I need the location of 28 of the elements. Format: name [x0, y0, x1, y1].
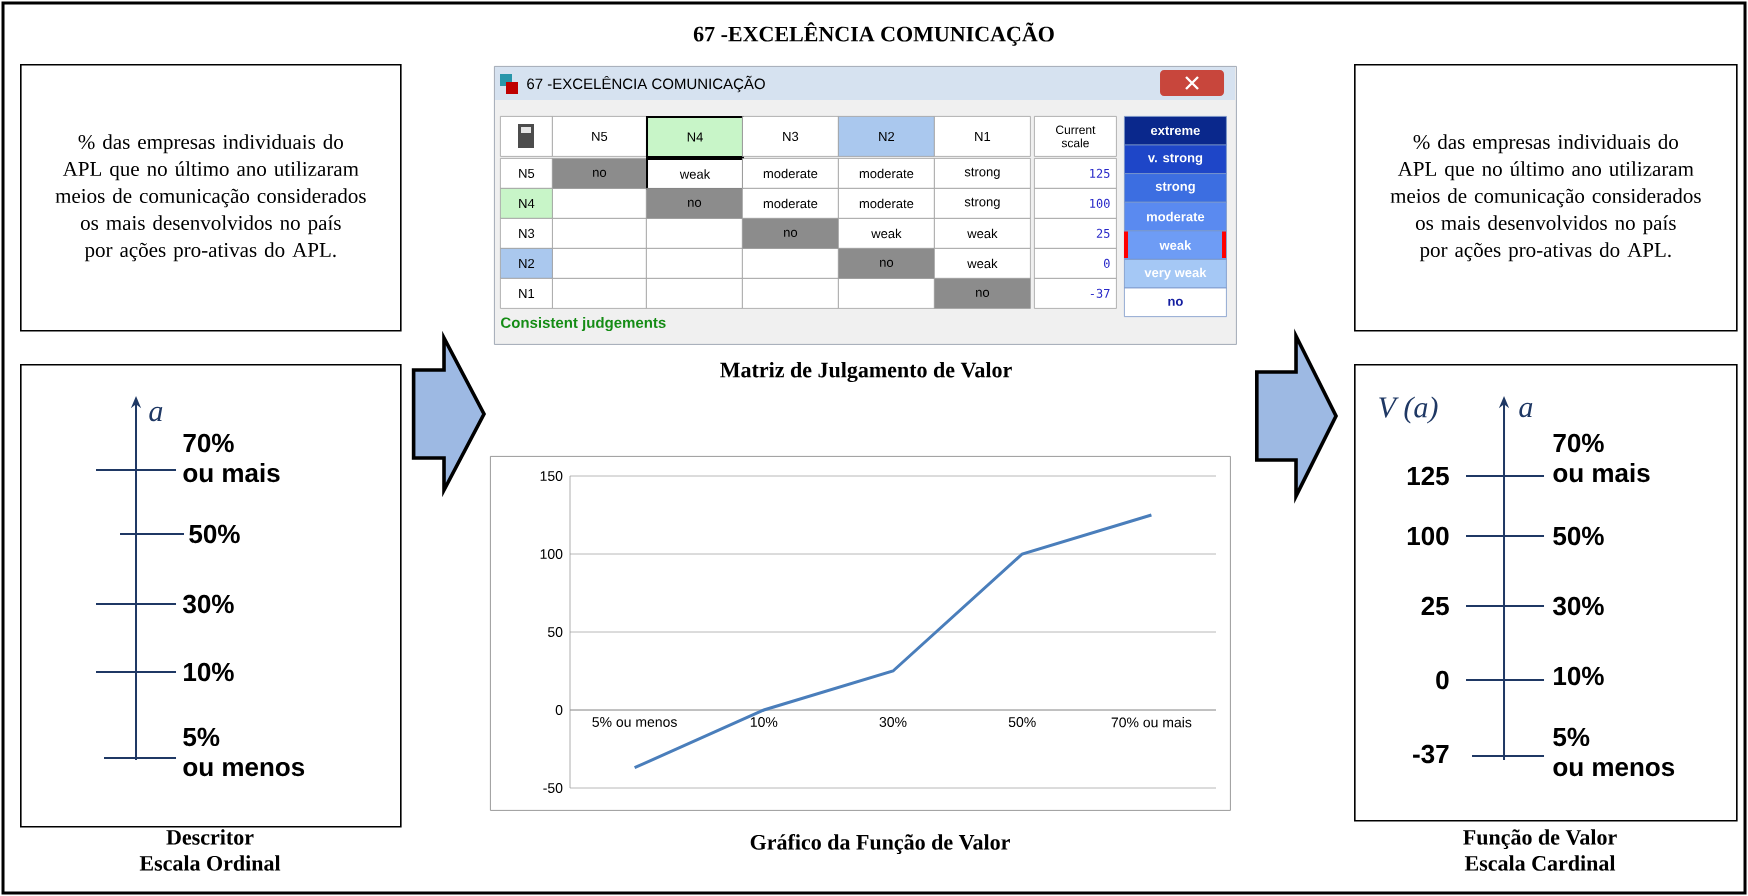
scale-level: 70% ou mais: [1553, 433, 1650, 483]
node-label: Função de Valor Escala Cardinal: [1463, 829, 1617, 871]
scale-level: 30%: [1553, 596, 1604, 616]
scale-level: 10%: [184, 662, 234, 682]
block-arrow: [411, 330, 487, 498]
scale-level: 10%: [1554, 666, 1604, 686]
scale-value: 100: [1407, 526, 1449, 546]
text-box: % das empresas individuais do APL que no último ano utilizaram meios de comunicação considerados os mais desenvolvidos no país por ações pro-ativas do APL.: [20, 64, 402, 332]
chart-frame: [490, 456, 1231, 811]
axis-label: V (a): [1379, 396, 1438, 424]
node-label: Gráfico da Função de Valor: [750, 834, 1010, 854]
scale-level: 5% ou menos: [1553, 727, 1675, 777]
scale-level: 50%: [1553, 526, 1604, 546]
scale-value: 0: [1436, 670, 1449, 690]
title: 67 -EXCELÊNCIA COMUNICAÇÃO: [693, 22, 1054, 46]
axis-label: a: [1519, 402, 1533, 418]
axis-label: a: [149, 406, 163, 422]
scale-value: 25: [1421, 596, 1449, 616]
text-box: % das empresas individuais do APL que no último ano utilizaram meios de comunicação considerados os mais desenvolvidos no país por ações pro-ativas do APL.: [1354, 64, 1738, 332]
node-label: Descritor Escala Ordinal: [139, 829, 281, 871]
scale-level: 50%: [189, 524, 240, 544]
block-arrow: [1255, 328, 1339, 504]
scale-value: 125: [1407, 466, 1449, 486]
scale-level: 30%: [183, 594, 234, 614]
scale-level: 5% ou menos: [183, 727, 305, 777]
node-label: Matriz de Julgamento de Valor: [720, 361, 1012, 383]
scale-value: -37: [1413, 744, 1449, 764]
scale-level: 70% ou mais: [183, 433, 280, 483]
